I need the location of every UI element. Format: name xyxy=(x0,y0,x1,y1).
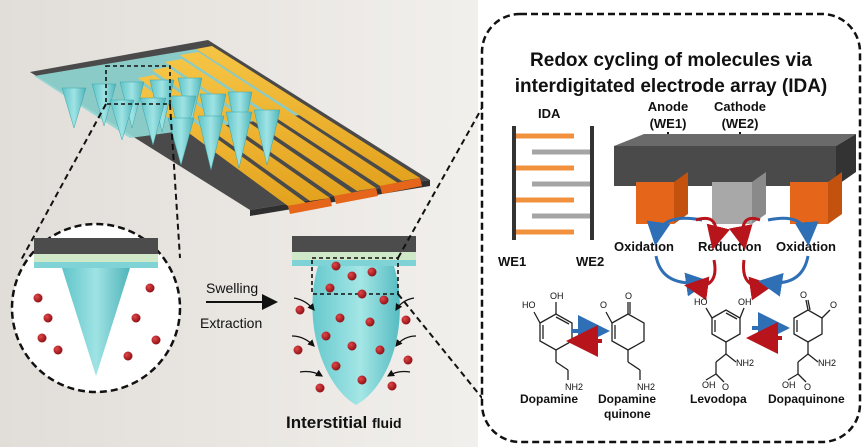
panel-title-line1: Redox cycling of molecules via xyxy=(530,50,812,71)
analyte-particles xyxy=(33,283,161,361)
anode-label: Anode xyxy=(648,99,688,114)
chem-o: O xyxy=(600,300,607,310)
levodopa-label: Levodopa xyxy=(690,392,747,406)
ida-schematic: IDA WE1 WE2 xyxy=(498,106,604,269)
cathode-label: Cathode xyxy=(714,99,766,114)
oxidation-right-label: Oxidation xyxy=(776,239,836,254)
dopamine-label: Dopamine xyxy=(520,392,578,406)
we2-label: WE2 xyxy=(576,254,604,269)
chem-ho: HO xyxy=(522,300,536,310)
redox-cycle-arrows xyxy=(646,216,819,301)
chem-oh: OH xyxy=(738,297,752,307)
cathode-block xyxy=(712,182,752,224)
zoom-line xyxy=(169,103,181,259)
anode-block xyxy=(636,182,674,224)
chem-nh2: NH2 xyxy=(565,382,583,392)
chem-nh2: NH2 xyxy=(637,382,655,392)
needle-array xyxy=(61,77,281,171)
swelling-label: Swelling xyxy=(206,280,258,296)
cathode-sublabel: (WE2) xyxy=(722,116,759,131)
chem-ho: HO xyxy=(694,297,708,307)
chem-o: O xyxy=(830,300,837,310)
equilibrium-arrows xyxy=(566,315,610,357)
chem-oh: OH xyxy=(782,380,796,390)
equilibrium-arrows xyxy=(746,312,790,354)
analyte-particles xyxy=(293,261,413,393)
electrode-pad xyxy=(288,198,332,214)
zoom-line xyxy=(397,293,517,441)
ida-label: IDA xyxy=(538,106,561,121)
dopaquinone-structure xyxy=(787,299,831,383)
extraction-label: Extraction xyxy=(200,315,262,331)
dopaquinone-label: Dopaquinone xyxy=(768,392,845,406)
panel-title-line2: interdigitated electrode array (IDA) xyxy=(515,76,828,97)
needle-cone xyxy=(62,268,130,376)
electrode-strip xyxy=(196,46,420,181)
chem-oh: OH xyxy=(702,380,716,390)
zoom-box xyxy=(311,257,399,295)
dopamine-quinone-label-2: quinone xyxy=(604,407,651,421)
anode-block xyxy=(790,182,828,224)
anode-sublabel: (WE1) xyxy=(650,116,687,131)
diffusion-arrows xyxy=(291,297,417,377)
electrode-pad xyxy=(334,188,378,204)
reduction-label: Reduction xyxy=(698,239,762,254)
electrode-strip xyxy=(180,52,398,186)
swollen-hydrogel xyxy=(312,266,400,405)
chem-nh2: NH2 xyxy=(818,358,836,368)
chem-nh2: NH2 xyxy=(736,358,754,368)
swollen-needle xyxy=(291,236,417,405)
magnified-needle xyxy=(10,222,182,394)
levodopa-structure xyxy=(705,307,745,383)
chem-o: O xyxy=(800,290,807,300)
chem-o: O xyxy=(625,291,632,301)
chem-oh: OH xyxy=(550,291,564,301)
microneedle-patch xyxy=(30,40,430,216)
electrode-pad xyxy=(380,178,422,194)
chem-o: O xyxy=(804,382,811,392)
electrode-3d: Anode (WE1) Cathode (WE2) xyxy=(614,99,856,224)
chem-o: O xyxy=(722,382,729,392)
dopamine-quinone-label: Dopamine xyxy=(598,392,656,406)
interstitial-label: Interstitial fluid xyxy=(286,413,402,432)
oxidation-left-label: Oxidation xyxy=(614,239,674,254)
we1-label: WE1 xyxy=(498,254,526,269)
zoom-box xyxy=(105,65,171,105)
